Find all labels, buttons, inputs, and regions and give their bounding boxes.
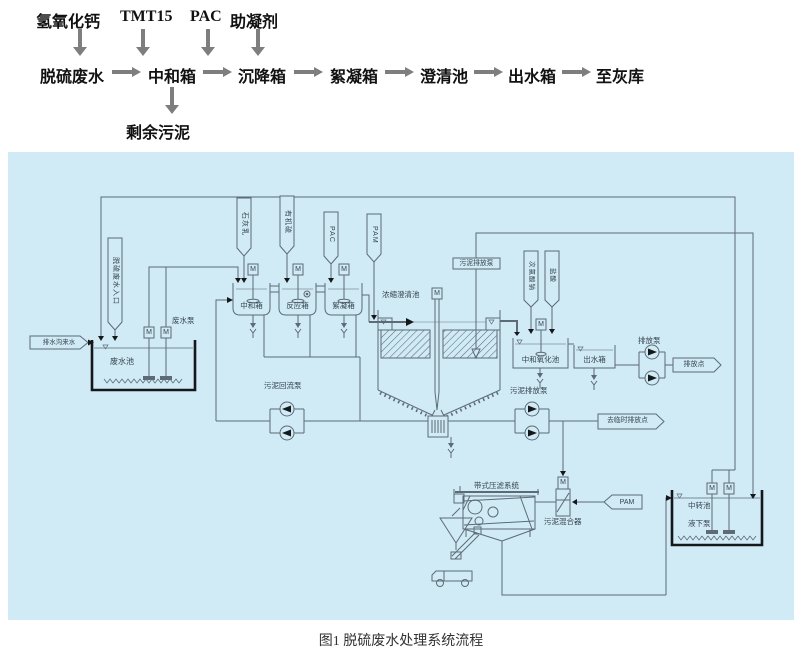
motor-icon: M bbox=[538, 321, 544, 328]
arrow-down-icon bbox=[201, 29, 215, 56]
belt-filter-press bbox=[451, 486, 539, 542]
flow-step: 至灰库 bbox=[596, 69, 645, 86]
label-sludge-return-pump: 污泥回流泵 bbox=[264, 381, 302, 390]
cake-hopper bbox=[439, 517, 482, 560]
label-flocculation-tank: 絮凝箱 bbox=[332, 301, 355, 310]
label-organic-sulfur: 有机硫 bbox=[284, 209, 291, 234]
flow-step: 澄清池 bbox=[420, 69, 469, 86]
arrow-down-icon bbox=[165, 87, 179, 114]
motor-icon: M bbox=[250, 266, 256, 273]
motor-icon: M bbox=[709, 485, 715, 492]
sludge-discharge-pump-pair bbox=[514, 401, 550, 441]
chemical-label: 氢氧化钙 bbox=[36, 14, 101, 31]
label-wastewater-pool: 废水池 bbox=[110, 357, 134, 366]
arrow-right-icon bbox=[203, 67, 232, 77]
flow-step: 脱硫废水 bbox=[40, 69, 105, 86]
sludge-discharge-pump-box bbox=[452, 257, 501, 270]
label-thickening-clarifier: 浓缩澄清池 bbox=[382, 290, 420, 299]
chemical-label: 助凝剂 bbox=[230, 14, 279, 31]
sludge-return-pump-pair bbox=[269, 401, 305, 441]
thickening-clarifier bbox=[377, 287, 501, 419]
drain-arrowheads bbox=[250, 323, 597, 448]
label-belt-press-system: 带式压滤系统 bbox=[474, 481, 519, 490]
arrow-down-icon bbox=[251, 29, 265, 56]
label-drain-ditch-inlet: 排水沟来水 bbox=[42, 339, 76, 346]
label-outlet-water-tank: 出水箱 bbox=[583, 355, 606, 364]
truck-icon bbox=[431, 570, 473, 587]
motor-icon: M bbox=[434, 290, 440, 297]
label-sludge-discharge-pump: 污泥排放泵 bbox=[510, 386, 548, 395]
label-submersible-pump: 液下泵 bbox=[688, 519, 711, 528]
arrow-right-icon bbox=[294, 67, 323, 77]
flow-step: 中和箱 bbox=[148, 69, 197, 86]
arrow-right-icon bbox=[112, 67, 141, 77]
motor-icon: M bbox=[341, 266, 347, 273]
label-neutralization-tank: 中和箱 bbox=[240, 301, 263, 310]
arrow-down-icon bbox=[73, 29, 87, 56]
clarifier-discharge bbox=[427, 348, 481, 438]
label-temporary-discharge-point: 去临时排放点 bbox=[607, 417, 648, 424]
flow-step: 沉降箱 bbox=[238, 69, 287, 86]
motor-icon: M bbox=[295, 266, 301, 273]
label-pac: PAC bbox=[328, 226, 335, 243]
chemical-label: PAC bbox=[190, 8, 222, 25]
arrowheads bbox=[88, 278, 756, 505]
wastewater-pool bbox=[90, 326, 197, 392]
label-reaction-tank: 反应箱 bbox=[286, 301, 309, 310]
transfer-pool bbox=[670, 482, 764, 547]
label-sodium-hypochlorite: 次氯酸钠 bbox=[528, 260, 535, 291]
pennants bbox=[29, 195, 722, 510]
motor-icon: M bbox=[146, 329, 152, 336]
pipes bbox=[100, 196, 754, 596]
label-discharge-point: 排放点 bbox=[683, 361, 705, 368]
process-diagram-panel: 排水沟来水 脱硫废水入口 废水池 废水泵 石灰乳 有机硫 PAC PAM 中和箱… bbox=[8, 152, 794, 620]
chemical-label: TMT15 bbox=[120, 8, 173, 25]
label-discharge-pump: 排放泵 bbox=[638, 336, 661, 345]
label-oxidation-pool: 中和氧化池 bbox=[521, 355, 560, 364]
flow-step: 出水箱 bbox=[508, 69, 557, 86]
arrow-right-icon bbox=[474, 67, 503, 77]
label-pam-2: PAM bbox=[619, 499, 635, 506]
process-diagram bbox=[29, 195, 764, 596]
motor-icon: M bbox=[163, 329, 169, 336]
arrow-right-icon bbox=[562, 67, 591, 77]
flow-step: 絮凝箱 bbox=[330, 69, 379, 86]
label-hydrochloric-acid: 盐酸 bbox=[549, 268, 556, 283]
discharge-pump-pair bbox=[638, 344, 666, 386]
label-sludge-discharge-pump-top: 污泥排放泵 bbox=[459, 260, 494, 267]
label-wastewater-pump: 废水泵 bbox=[172, 316, 195, 325]
byproduct-label: 剩余污泥 bbox=[126, 125, 191, 142]
label-fgd-inlet: 脱硫废水入口 bbox=[112, 257, 119, 305]
label-transfer-pool: 中转池 bbox=[688, 501, 711, 510]
label-sludge-mixer: 污泥混合器 bbox=[544, 517, 582, 526]
sludge-mixer bbox=[555, 476, 571, 517]
arrow-right-icon bbox=[385, 67, 414, 77]
drain-symbols bbox=[249, 315, 598, 458]
label-lime-milk: 石灰乳 bbox=[241, 211, 248, 236]
sensor-icon bbox=[303, 290, 311, 298]
figure-caption: 图1 脱硫废水处理系统流程 bbox=[318, 634, 484, 649]
motor-icon: M bbox=[560, 479, 566, 486]
label-pam: PAM bbox=[371, 225, 378, 244]
motor-icon: M bbox=[726, 485, 732, 492]
arrow-down-icon bbox=[136, 29, 150, 56]
